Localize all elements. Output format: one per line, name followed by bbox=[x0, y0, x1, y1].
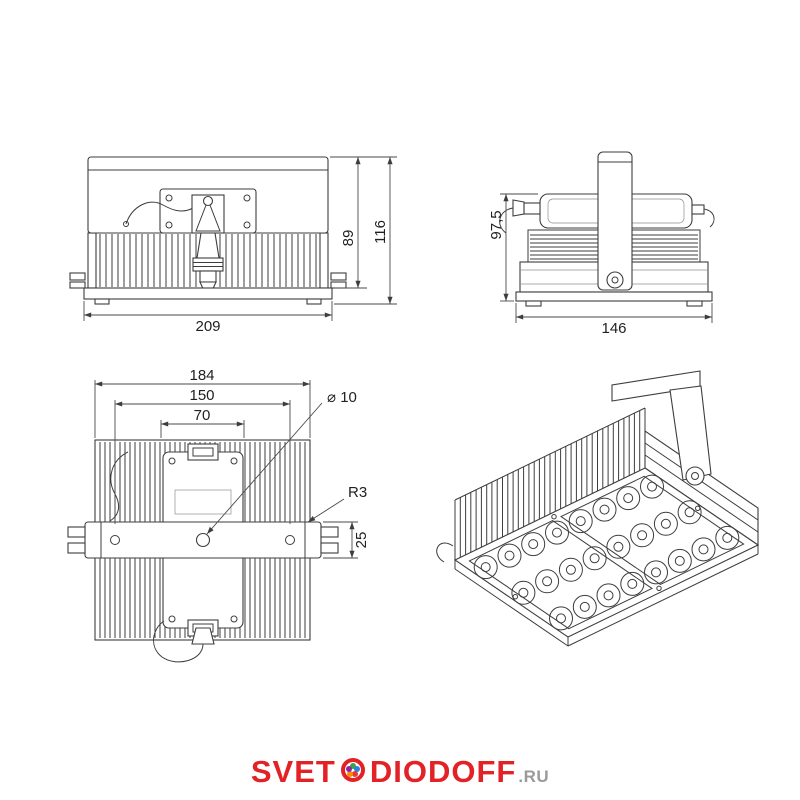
logo-led-dot bbox=[352, 770, 359, 777]
side-pivot-bolt bbox=[606, 271, 624, 289]
logo-o-icon bbox=[340, 758, 365, 782]
logo-led-dot bbox=[347, 770, 354, 777]
top-cable-gland bbox=[191, 627, 215, 645]
top-center-hole bbox=[195, 532, 211, 548]
site-logo[interactable]: SVET DIODOFF .RU bbox=[0, 756, 800, 787]
logo-text-ru: .RU bbox=[518, 767, 550, 786]
dim-top-width-total: 184 bbox=[189, 367, 214, 384]
front-cable bbox=[125, 201, 194, 225]
dim-side-width: 146 bbox=[601, 320, 626, 337]
iso-pivot-bolt bbox=[685, 466, 705, 486]
logo-led-dot bbox=[345, 765, 352, 772]
logo-text-diodoff: DIODOFF bbox=[369, 754, 517, 789]
dim-top-width-inner: 70 bbox=[194, 407, 211, 424]
dim-side-height: 97,5 bbox=[488, 210, 505, 239]
front-cable-gland bbox=[196, 232, 220, 259]
side-view bbox=[499, 151, 715, 307]
dim-top-bracket-width: 25 bbox=[353, 532, 370, 549]
iso-bracket bbox=[611, 370, 712, 486]
dim-top-hole-diameter: ⌀ 10 bbox=[327, 389, 357, 406]
dim-front-height-total: 116 bbox=[372, 220, 389, 244]
dim-front-width: 209 bbox=[195, 318, 220, 335]
top-view bbox=[67, 439, 339, 663]
side-base-plate bbox=[515, 291, 713, 302]
side-cable-gland bbox=[512, 199, 525, 217]
side-dimensions bbox=[500, 193, 713, 323]
technical-drawing: 209 89 116 146 97,5 bbox=[67, 151, 760, 663]
iso-view bbox=[436, 407, 760, 647]
dim-top-width-mid: 150 bbox=[189, 387, 214, 404]
logo-text-svet: SVET bbox=[250, 754, 336, 789]
logo-led-dot bbox=[349, 762, 356, 769]
front-base-plate bbox=[83, 287, 333, 300]
top-dimensions bbox=[94, 380, 358, 559]
front-view bbox=[69, 156, 347, 305]
side-mounting-bracket bbox=[597, 151, 633, 291]
dim-front-height-body: 89 bbox=[340, 230, 357, 247]
dim-top-corner-radius: R3 bbox=[348, 484, 367, 501]
top-cable-bottom bbox=[153, 620, 204, 663]
front-dimensions bbox=[83, 156, 397, 321]
logo-led-dot bbox=[354, 765, 361, 772]
